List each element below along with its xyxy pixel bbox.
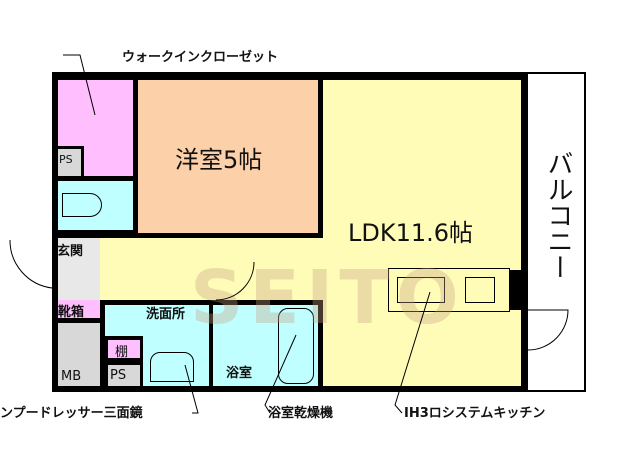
bathroom-label: 浴室: [226, 366, 253, 381]
shoe-box-label: 靴箱: [58, 305, 85, 320]
kitchen-wall: [510, 270, 528, 310]
washbasin-icon: [150, 352, 194, 382]
balcony: [528, 72, 586, 392]
entrance-label: 玄関: [57, 244, 84, 259]
ih-stove-icon: [465, 277, 495, 303]
washroom-label: 洗面所: [146, 307, 186, 322]
entrance: [58, 238, 100, 300]
toilet: [58, 181, 133, 230]
entrance-door-swing: [9, 239, 53, 289]
washroom-door-swing: [215, 261, 255, 301]
bathtub-icon: [278, 308, 314, 384]
dresser-callout: ンプードレッサー三面鏡: [0, 406, 143, 421]
bathroom: [213, 305, 318, 386]
ps-bath: [108, 365, 140, 386]
balcony-label: バルコニー: [543, 150, 573, 280]
mb: [58, 323, 100, 386]
western-room-label: 洋室5帖: [175, 146, 263, 174]
ldk: [323, 80, 521, 386]
balcony-door-swing: [527, 309, 569, 351]
toilet-bowl-icon: [62, 193, 102, 217]
sink-icon: [397, 277, 445, 303]
ps-closet: PS: [58, 146, 84, 176]
shelf-label: 棚: [115, 345, 129, 360]
ps-closet-label: PS: [59, 153, 73, 166]
western-room: [138, 80, 318, 233]
mb-label: MB: [61, 369, 82, 384]
kitchen-leader-line: [394, 291, 431, 414]
walk-in-closet-callout: ウォークインクローゼット: [122, 50, 279, 65]
watermark: SEITO: [190, 255, 465, 341]
shelf: [108, 340, 140, 358]
dresser-leader-line: [184, 364, 199, 414]
shoe-box: [58, 300, 100, 318]
kitchen-counter: [388, 268, 510, 312]
bath-dryer-leader-line: [264, 334, 297, 414]
closet-leader-line: [63, 54, 96, 116]
hallway: [100, 238, 328, 300]
ps-bath-label: PS: [110, 368, 127, 383]
ldk-label: LDK11.6帖: [348, 219, 474, 247]
kitchen-callout: IH3ロシステムキッチン: [404, 406, 546, 421]
bath-dryer-callout: 浴室乾燥機: [268, 406, 334, 421]
